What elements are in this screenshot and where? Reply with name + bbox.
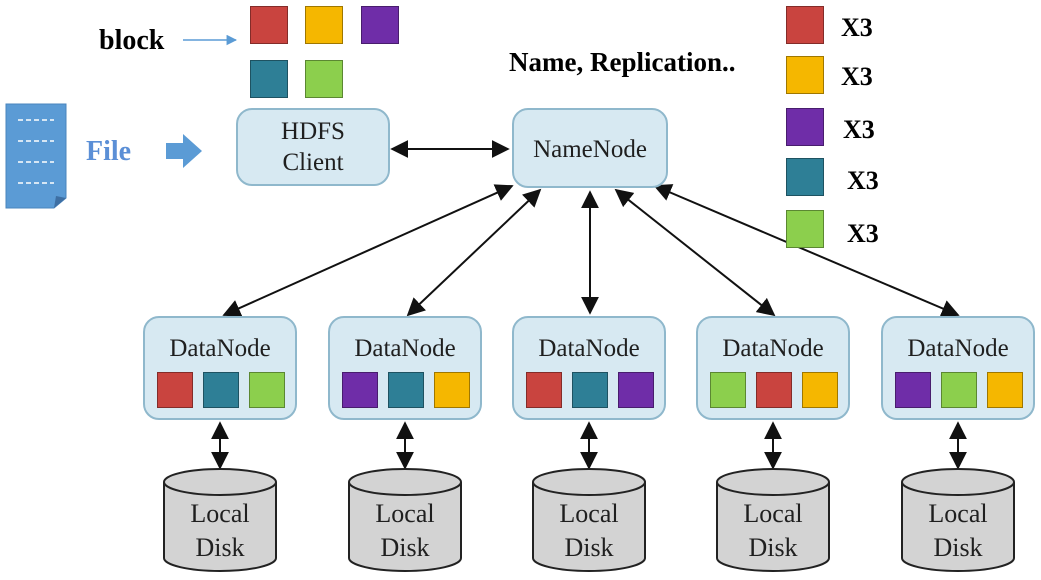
local-disk-1-line-2: Disk [195, 533, 245, 562]
namenode-datanode-2-arrow [406, 188, 542, 317]
local-disk-1-label: Local Disk [164, 497, 276, 565]
datanode-3: DataNode [512, 316, 666, 420]
legend-label-green: X3 [847, 219, 879, 248]
datanode-1-block-red [157, 372, 193, 408]
datanode-5-block-yellow [987, 372, 1023, 408]
legend-swatch-purple [786, 108, 824, 146]
legend-swatch-yellow [786, 56, 824, 94]
datanode-5-block-green [941, 372, 977, 408]
hdfs-client-line-1: HDFS [281, 118, 345, 145]
namenode-node: NameNode [512, 108, 668, 188]
datanode-4-block-yellow [802, 372, 838, 408]
local-disk-5-line-2: Disk [933, 533, 983, 562]
legend-swatch-green [786, 210, 824, 248]
datanode-4-title: DataNode [722, 335, 824, 362]
file-label: File [86, 136, 132, 167]
local-disk-5-line-1: Local [928, 499, 988, 528]
metadata-label: Name, Replication.. [509, 47, 736, 77]
namenode-datanode-5-arrow [653, 184, 960, 317]
datanode-5: DataNode [881, 316, 1035, 420]
datanode-2: DataNode [328, 316, 482, 420]
datanode-1-title: DataNode [169, 335, 271, 362]
datanode-2-title: DataNode [354, 335, 456, 362]
legend-label-red: X3 [841, 13, 873, 42]
datanode-3-block-teal [572, 372, 608, 408]
file-document-icon [5, 103, 67, 209]
namenode-datanode-1-arrow [222, 184, 514, 317]
namenode-datanode-4-arrow [614, 188, 776, 317]
local-disk-1 [163, 468, 277, 572]
datanode-3-block-red [526, 372, 562, 408]
local-disk-5 [901, 468, 1015, 572]
local-disk-3 [532, 468, 646, 572]
datanode-2-block-yellow [434, 372, 470, 408]
block-red [250, 6, 288, 44]
datanode-2-block-teal [388, 372, 424, 408]
datanode-4: DataNode [696, 316, 850, 420]
local-disk-3-label: Local Disk [533, 497, 645, 565]
datanode-5-block-purple [895, 372, 931, 408]
local-disk-3-line-1: Local [559, 499, 619, 528]
block-green [305, 60, 343, 98]
datanode-4-block-green [710, 372, 746, 408]
datanode-4-block-red [756, 372, 792, 408]
local-disk-3-line-2: Disk [564, 533, 614, 562]
legend-label-teal: X3 [847, 166, 879, 195]
local-disk-2 [348, 468, 462, 572]
local-disk-4-label: Local Disk [717, 497, 829, 565]
local-disk-2-line-1: Local [375, 499, 435, 528]
block-label: block [99, 25, 165, 56]
hdfs-client-node: HDFS Client [236, 108, 390, 186]
datanode-3-title: DataNode [538, 335, 640, 362]
namenode-title: NameNode [533, 136, 647, 163]
file-arrow-icon [166, 134, 202, 168]
local-disk-4-line-2: Disk [748, 533, 798, 562]
datanode-1-block-green [249, 372, 285, 408]
local-disk-2-label: Local Disk [349, 497, 461, 565]
local-disk-4 [716, 468, 830, 572]
local-disk-2-line-2: Disk [380, 533, 430, 562]
datanode-3-block-purple [618, 372, 654, 408]
legend-swatch-red [786, 6, 824, 44]
legend-swatch-teal [786, 158, 824, 196]
datanode-1-block-teal [203, 372, 239, 408]
block-purple [361, 6, 399, 44]
hdfs-client-line-2: Client [282, 149, 344, 176]
local-disk-4-line-1: Local [743, 499, 803, 528]
legend-label-purple: X3 [843, 115, 875, 144]
local-disk-5-label: Local Disk [902, 497, 1014, 565]
block-yellow [305, 6, 343, 44]
datanode-1: DataNode [143, 316, 297, 420]
block-teal [250, 60, 288, 98]
datanode-5-title: DataNode [907, 335, 1009, 362]
legend-label-yellow: X3 [841, 62, 873, 91]
local-disk-1-line-1: Local [190, 499, 250, 528]
datanode-2-block-purple [342, 372, 378, 408]
